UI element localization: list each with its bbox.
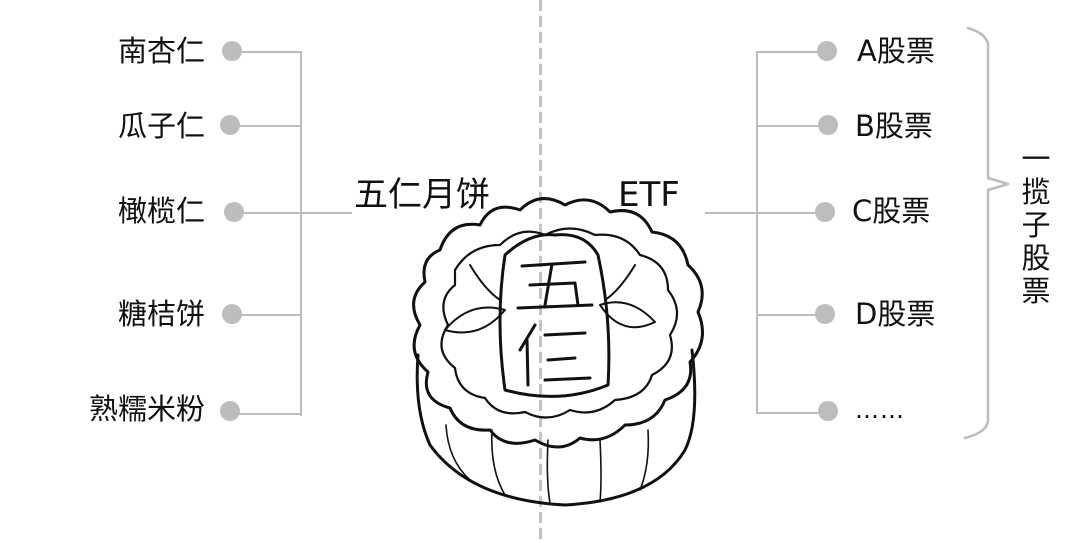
branch-line <box>757 125 827 127</box>
ingredient-label: 糖桔饼 <box>117 297 205 331</box>
ingredients-trunk-line <box>300 51 302 416</box>
stock-label: B股票 <box>855 109 933 143</box>
branch-line <box>232 314 302 316</box>
bullet-dot-icon <box>817 41 837 61</box>
stock-label: …… <box>855 396 905 424</box>
ingredient-label: 南杏仁 <box>117 34 205 68</box>
basket-of-stocks-label: 一揽子股票 <box>1021 142 1051 308</box>
branch-line <box>757 212 825 214</box>
branch-line <box>757 51 827 53</box>
stock-label: C股票 <box>852 194 931 228</box>
branch-line <box>757 412 827 414</box>
branch-line <box>234 212 302 214</box>
branch-line <box>757 314 825 316</box>
ingredient-label: 橄榄仁 <box>117 194 205 228</box>
etf-title: ETF <box>618 175 680 215</box>
bullet-dot-icon <box>815 202 835 222</box>
stock-label: A股票 <box>857 34 935 68</box>
branch-line <box>230 125 302 127</box>
mooncake-title: 五仁月饼 <box>354 175 490 215</box>
branch-line <box>230 413 302 415</box>
ingredient-label: 瓜子仁 <box>117 109 205 143</box>
branch-line <box>232 51 302 53</box>
ingredients-to-mooncake-connector <box>300 212 352 214</box>
stocks-trunk-line <box>756 51 758 414</box>
etf-to-stocks-connector <box>705 212 757 214</box>
bullet-dot-icon <box>220 401 240 421</box>
center-divider <box>539 0 542 540</box>
bullet-dot-icon <box>818 115 838 135</box>
ingredient-label: 熟糯米粉 <box>88 392 205 426</box>
stock-label: D股票 <box>855 297 936 331</box>
bullet-dot-icon <box>818 401 838 421</box>
bullet-dot-icon <box>815 304 835 324</box>
